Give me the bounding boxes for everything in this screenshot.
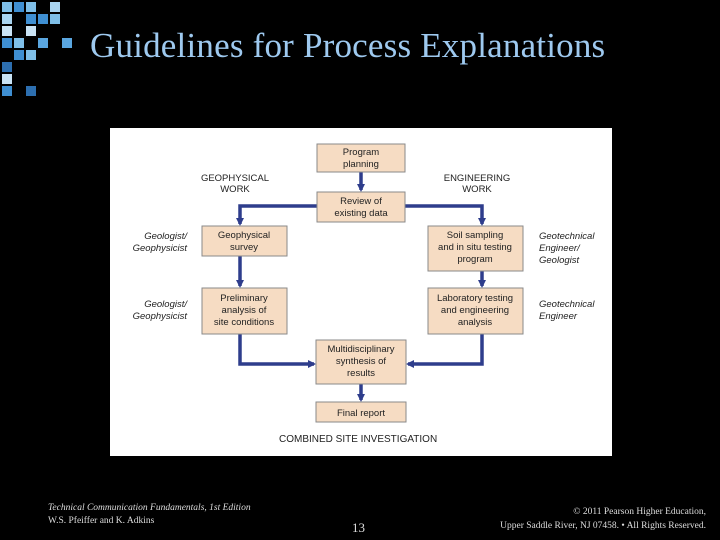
svg-text:Engineer/: Engineer/	[539, 243, 581, 254]
svg-text:and in situ testing: and in situ testing	[438, 242, 512, 253]
footer-book-title: Technical Communication Fundamentals, 1s…	[48, 503, 251, 513]
arrow-laboratory-to-synthesis	[406, 334, 484, 368]
svg-text:results: results	[347, 368, 375, 379]
diagram-caption: COMBINED SITE INVESTIGATION	[279, 434, 437, 445]
footer-address-line: Upper Saddle River, NJ 07458. • All Righ…	[500, 521, 706, 531]
svg-text:WORK: WORK	[462, 184, 492, 195]
svg-text:Geophysical: Geophysical	[218, 230, 270, 241]
svg-text:GEOPHYSICAL: GEOPHYSICAL	[201, 173, 269, 184]
mosaic-tile	[2, 74, 12, 84]
mosaic-tile	[38, 38, 48, 48]
footer-copyright-line: © 2011 Pearson Higher Education,	[573, 507, 706, 517]
box-soil-sampling: Soil sampling and in situ testing progra…	[427, 225, 524, 272]
slide-title: Guidelines for Process Explanations	[90, 26, 606, 65]
mosaic-tile	[2, 86, 12, 96]
decorative-mosaic	[2, 2, 72, 96]
box-program-planning: Program planning	[316, 143, 406, 173]
svg-text:survey: survey	[230, 242, 258, 253]
svg-text:program: program	[457, 254, 492, 265]
mosaic-tile	[14, 2, 24, 12]
box-final-report: Final report	[315, 401, 407, 423]
box-laboratory-testing: Laboratory testing and engineering analy…	[427, 287, 524, 335]
mosaic-tile	[2, 26, 12, 36]
svg-text:Geophysicist: Geophysicist	[133, 311, 188, 322]
svg-text:ENGINEERING: ENGINEERING	[444, 173, 511, 184]
box-multidisciplinary-synthesis: Multidisciplinary synthesis of results	[315, 339, 407, 385]
svg-text:Engineer: Engineer	[539, 311, 578, 322]
mosaic-tile	[26, 50, 36, 60]
svg-text:Geologist: Geologist	[539, 255, 579, 266]
box-review-existing-data: Review of existing data	[316, 191, 406, 223]
svg-text:analysis of: analysis of	[222, 305, 267, 316]
svg-text:WORK: WORK	[220, 184, 250, 195]
svg-text:Soil sampling: Soil sampling	[447, 230, 504, 241]
header-engineering-work: ENGINEERING WORK	[444, 173, 511, 195]
arrow-review-to-soil	[405, 204, 486, 226]
mosaic-tile	[50, 2, 60, 12]
mosaic-tile	[14, 50, 24, 60]
mosaic-tile	[50, 14, 60, 24]
svg-text:Geophysicist: Geophysicist	[133, 243, 188, 254]
mosaic-tile	[62, 38, 72, 48]
mosaic-tile	[26, 14, 36, 24]
svg-text:Geologist/: Geologist/	[144, 299, 188, 310]
arrow-preliminary-to-synthesis	[238, 334, 316, 368]
svg-text:synthesis of: synthesis of	[336, 356, 387, 367]
svg-text:Review of: Review of	[340, 196, 382, 207]
footer-book-info: Technical Communication Fundamentals, 1s…	[48, 502, 251, 528]
svg-text:Final report: Final report	[337, 408, 385, 419]
role-label-right-top: Geotechnical Engineer/ Geologist	[539, 231, 595, 266]
svg-text:Preliminary: Preliminary	[220, 293, 268, 304]
mosaic-tile	[2, 38, 12, 48]
box-preliminary-analysis: Preliminary analysis of site conditions	[201, 287, 288, 335]
svg-text:Multidisciplinary: Multidisciplinary	[327, 344, 394, 355]
process-flowchart: Program planning Review of existing data…	[110, 128, 612, 456]
mosaic-tile	[2, 14, 12, 24]
box-geophysical-survey: Geophysical survey	[201, 225, 288, 257]
svg-text:Program: Program	[343, 147, 380, 158]
role-label-left-top: Geologist/ Geophysicist	[133, 231, 189, 254]
svg-text:existing data: existing data	[334, 208, 388, 219]
mosaic-tile	[2, 62, 12, 72]
svg-text:site conditions: site conditions	[214, 317, 274, 328]
header-geophysical-work: GEOPHYSICAL WORK	[201, 173, 269, 195]
footer-copyright: © 2011 Pearson Higher Education, Upper S…	[500, 505, 706, 533]
flow-arrows	[236, 172, 486, 402]
mosaic-tile	[2, 2, 12, 12]
role-label-right-bottom: Geotechnical Engineer	[539, 299, 595, 322]
svg-text:Geologist/: Geologist/	[144, 231, 188, 242]
footer-authors: W.S. Pfeiffer and K. Adkins	[48, 516, 155, 526]
svg-text:analysis: analysis	[458, 317, 493, 328]
svg-text:Geotechnical: Geotechnical	[539, 299, 595, 310]
page-number: 13	[352, 520, 365, 535]
mosaic-tile	[26, 86, 36, 96]
svg-text:Laboratory testing: Laboratory testing	[437, 293, 513, 304]
mosaic-tile	[38, 14, 48, 24]
svg-text:Geotechnical: Geotechnical	[539, 231, 595, 242]
svg-text:and engineering: and engineering	[441, 305, 509, 316]
role-label-left-bottom: Geologist/ Geophysicist	[133, 299, 189, 322]
mosaic-tile	[26, 26, 36, 36]
mosaic-tile	[26, 2, 36, 12]
svg-text:planning: planning	[343, 159, 379, 170]
mosaic-tile	[14, 38, 24, 48]
arrow-review-to-geophysical	[236, 204, 317, 226]
